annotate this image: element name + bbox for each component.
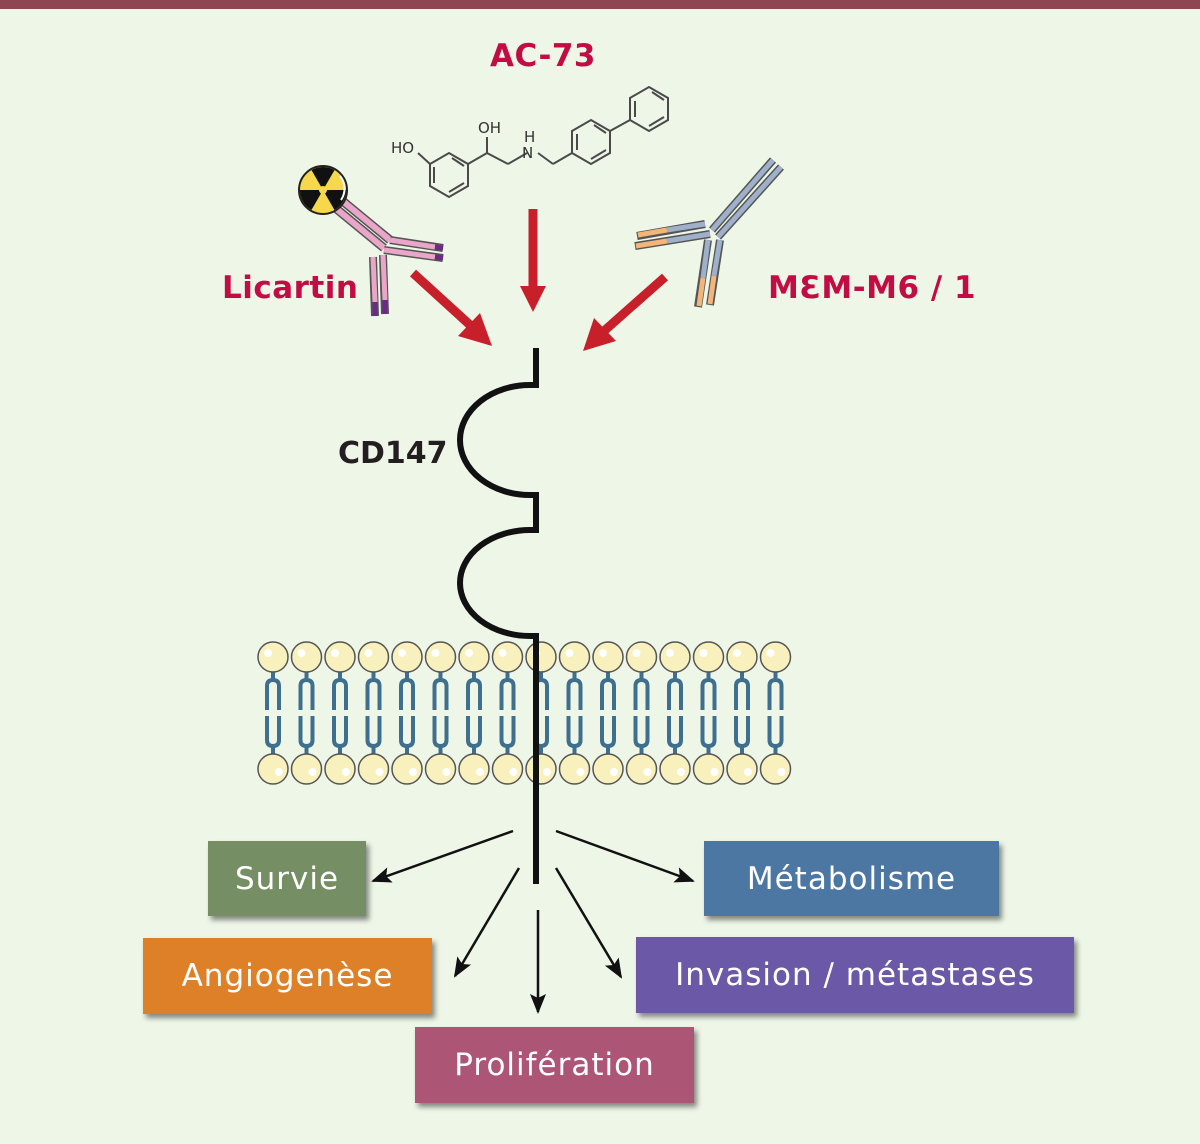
- phospholipid: [525, 641, 557, 785]
- phospholipid: [424, 641, 457, 785]
- phospholipid: [692, 641, 725, 785]
- top-border: [0, 0, 1200, 9]
- signaling-arrows: [371, 829, 695, 1014]
- arrow-to-invasion: [554, 867, 623, 979]
- lipid-bilayer: [257, 641, 792, 785]
- arrow-to-survie: [371, 829, 514, 883]
- phospholipid: [592, 641, 624, 785]
- ac73-label: AC-73: [490, 38, 596, 74]
- arrow-mem: [583, 273, 668, 351]
- phospholipid: [491, 641, 524, 785]
- inhibition-arrows: [409, 209, 668, 351]
- atom-oh: OH: [478, 119, 501, 137]
- phospholipid: [357, 641, 390, 785]
- phospholipid: [391, 641, 423, 785]
- phospholipid: [625, 641, 658, 785]
- outcome-survie: Survie: [208, 841, 366, 916]
- phospholipid: [290, 641, 323, 785]
- mem-label: MƐM-M6 / 1: [768, 270, 977, 306]
- licartin-antibody: [298, 165, 444, 317]
- ring-right: [629, 85, 669, 133]
- radioactive-icon: [298, 165, 348, 215]
- atom-h: H: [524, 128, 535, 146]
- outcome-proliferation: Prolifération: [415, 1027, 694, 1103]
- phospholipid: [458, 641, 490, 785]
- phospholipid: [759, 641, 792, 785]
- arrow-to-metabolisme: [555, 829, 695, 883]
- cd147-receptor: [457, 348, 539, 884]
- phospholipid: [659, 641, 691, 785]
- arrow-ac73: [520, 209, 546, 312]
- mem-antibody: [634, 157, 784, 308]
- licartin-label: Licartin: [222, 270, 359, 306]
- cd147-label: CD147: [338, 436, 448, 471]
- arrow-to-angiogenese: [453, 867, 521, 978]
- phospholipid: [324, 641, 356, 785]
- outcome-metabolisme: Métabolisme: [704, 841, 999, 916]
- phospholipid: [558, 641, 591, 785]
- phospholipid: [726, 641, 758, 785]
- arrow-licartin: [409, 269, 492, 346]
- outcome-angiogenese: Angiogenèse: [143, 938, 432, 1014]
- ac73-molecule-structure: [417, 85, 669, 199]
- ring-left: [429, 151, 469, 199]
- outcome-invasion: Invasion / métastases: [636, 937, 1074, 1013]
- phospholipid: [257, 641, 289, 785]
- atom-n: N: [522, 144, 533, 162]
- atom-ho: HO: [391, 139, 414, 157]
